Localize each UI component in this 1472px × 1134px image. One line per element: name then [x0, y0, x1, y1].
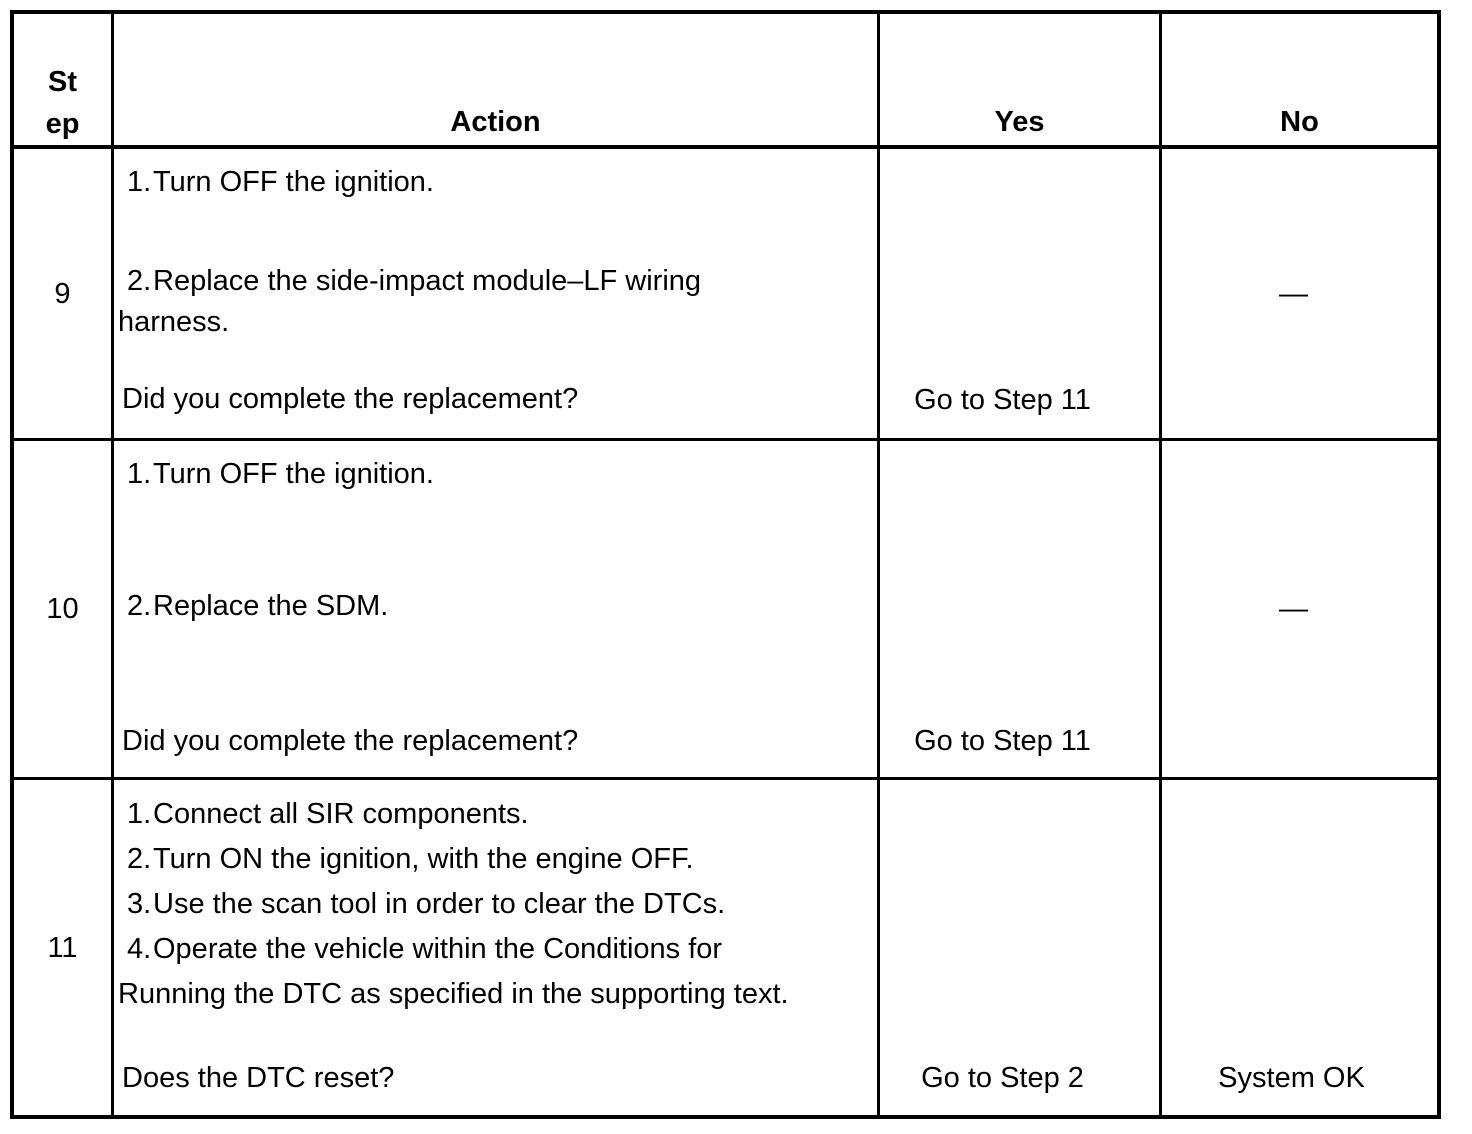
action-item: 4. Operate the vehicle within the Condit… — [114, 927, 867, 972]
yes-cell-step-10: Go to Step 11 — [880, 441, 1162, 780]
header-step-label: St ep — [46, 61, 80, 145]
header-cell-no: No — [1162, 14, 1437, 149]
action-item-number: 4. — [127, 933, 152, 965]
action-item-number: 1. — [127, 166, 152, 198]
action-item-text: Connect all SIR components. — [153, 798, 529, 830]
no-answer-dash: — — [1279, 593, 1308, 625]
step-number: 10 — [46, 593, 79, 625]
action-item-number: 2. — [127, 843, 152, 875]
action-item-number: 3. — [127, 888, 152, 920]
no-cell-step-9: — — [1162, 149, 1437, 441]
yes-cell-step-9: Go to Step 11 — [880, 149, 1162, 441]
action-item: 2. Turn ON the ignition, with the engine… — [114, 837, 867, 882]
action-item-text: Turn OFF the ignition. — [153, 458, 434, 490]
step-number-cell-9: 9 — [14, 149, 114, 441]
action-item-number: 1. — [127, 798, 152, 830]
action-question: Did you complete the replacement? — [122, 383, 579, 415]
step-number: 11 — [47, 931, 78, 964]
action-cell-step-11: 1. Connect all SIR components. 2. Turn O… — [114, 780, 880, 1115]
action-item: 3. Use the scan tool in order to clear t… — [114, 882, 867, 927]
action-cell-step-9: 1. Turn OFF the ignition. 2. Replace the… — [114, 149, 880, 441]
yes-answer: Go to Step 2 — [921, 1062, 1084, 1094]
no-answer: System OK — [1218, 1062, 1365, 1094]
yes-answer: Go to Step 11 — [914, 725, 1091, 757]
header-no-label: No — [1280, 106, 1319, 138]
no-answer-dash: — — [1279, 277, 1308, 310]
action-question: Did you complete the replacement? — [122, 725, 579, 757]
header-cell-yes: Yes — [880, 14, 1162, 149]
action-item: 1. Turn OFF the ignition. — [114, 459, 867, 489]
header-action-label: Action — [450, 106, 541, 138]
header-cell-step: St ep — [14, 14, 114, 149]
action-item: 1. Turn OFF the ignition. — [114, 167, 867, 197]
action-item-text: Replace the SDM. — [153, 590, 389, 622]
header-yes-label: Yes — [994, 106, 1045, 138]
no-cell-step-11: System OK — [1162, 780, 1437, 1115]
step-number-cell-11: 11 — [14, 780, 114, 1115]
action-item-text: Use the scan tool in order to clear the … — [153, 888, 726, 920]
action-item: 1. Connect all SIR components. — [114, 792, 867, 837]
action-item-number: 2. — [127, 265, 152, 297]
action-item: 2. Replace the SDM. — [114, 591, 867, 621]
header-step-line2: ep — [45, 108, 80, 140]
action-item-continuation: Running the DTC as specified in the supp… — [118, 978, 789, 1010]
step-number: 9 — [54, 277, 71, 310]
action-item-text: Turn OFF the ignition. — [153, 166, 434, 198]
yes-cell-step-11: Go to Step 2 — [880, 780, 1162, 1115]
yes-answer: Go to Step 11 — [914, 384, 1091, 416]
action-question: Does the DTC reset? — [122, 1062, 395, 1094]
action-item-text: Operate the vehicle within the Condition… — [153, 933, 723, 965]
action-item-continuation: harness. — [118, 306, 230, 338]
header-cell-action: Action — [114, 14, 880, 149]
diagnostic-steps-table: St ep Action Yes No 9 1. Turn OFF the ig… — [10, 10, 1441, 1119]
action-item-text: Turn ON the ignition, with the engine OF… — [153, 843, 694, 875]
header-step-line1: St — [48, 66, 77, 98]
action-cell-step-10: 1. Turn OFF the ignition. 2. Replace the… — [114, 441, 880, 780]
step-number-cell-10: 10 — [14, 441, 114, 780]
action-item: 2. Replace the side-impact module–LF wir… — [114, 266, 867, 296]
action-item-number: 1. — [127, 458, 152, 490]
action-item-number: 2. — [127, 590, 152, 622]
action-item-text: Replace the side-impact module–LF wiring — [153, 265, 702, 297]
no-cell-step-10: — — [1162, 441, 1437, 780]
